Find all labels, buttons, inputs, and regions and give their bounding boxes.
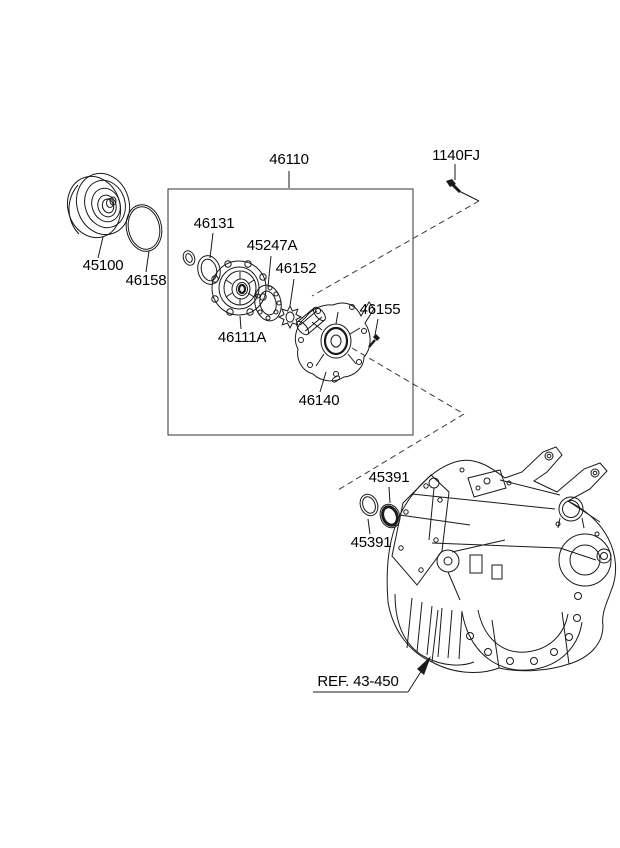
part-label-45247A: 45247A [246,237,298,254]
part-label-45391-upper: 45391 [368,469,410,486]
leader-lines [97,164,456,535]
part-label-45100: 45100 [82,257,124,274]
part-label-45391-lower: 45391 [350,534,392,551]
part-label-1140FJ: 1140FJ [432,147,480,164]
part-label-46155: 46155 [359,301,401,318]
leader-dashed-lines [311,189,480,491]
part-label-46158: 46158 [125,272,167,289]
ref-arrow [313,656,431,693]
pump-cover-drawing [294,301,375,383]
part-label-46152: 46152 [275,260,317,277]
lock-washer-drawing [277,304,303,330]
torque-converter-drawing [66,172,131,239]
part-label-46111A: 46111A [217,329,267,346]
bolt-46155-drawing [368,334,380,348]
converter-oring-drawing [125,204,163,252]
gasket-plate-drawing [254,284,282,322]
pump-housing-drawing [211,260,267,316]
case-oring-lower-drawing [359,493,379,517]
assembly-box [167,188,414,436]
part-label-46110: 46110 [269,151,309,168]
part-label-46131: 46131 [193,215,235,232]
small-plug-drawing [182,250,196,266]
part-label-46140: 46140 [298,392,340,409]
part-label-ref-43-450: REF. 43-450 [317,673,399,690]
transmission-drawing [386,446,616,673]
